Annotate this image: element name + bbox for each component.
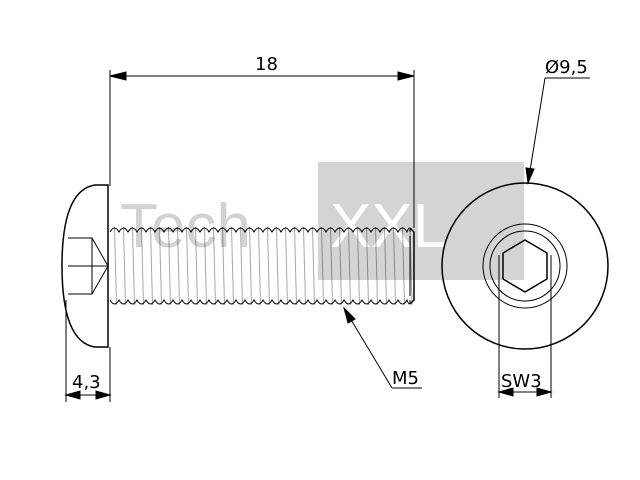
thread-label: M5 — [392, 368, 419, 389]
thread-pitch-line — [258, 226, 261, 306]
thread-pitch-line — [393, 226, 396, 306]
length-label: 18 — [255, 54, 278, 75]
thread-pitch-line — [249, 226, 252, 306]
arrow-head-left — [64, 390, 81, 400]
thread-pitch-line — [177, 226, 180, 306]
thread-pitch-line — [114, 226, 117, 306]
thread-pitch-line — [357, 226, 360, 306]
screw-head — [61, 184, 109, 348]
thread-pitch-line — [294, 226, 297, 306]
thread-pitch-line — [339, 226, 342, 306]
thread-leader — [343, 306, 422, 389]
thread-pitch-line — [330, 226, 333, 306]
thread-pitch-line — [384, 226, 387, 306]
thread-pitch-line — [348, 226, 351, 306]
thread-pitch-line — [186, 226, 189, 306]
thread-pitch-line — [123, 226, 126, 306]
thread-pitch-line — [204, 226, 207, 306]
arrow-head-right — [95, 390, 112, 400]
arrow-m5 — [343, 306, 356, 324]
watermark-box — [318, 162, 524, 280]
thread-pitch-line — [168, 226, 171, 306]
thread-pitch-line — [213, 226, 216, 306]
head-diameter-label: Ø9,5 — [545, 57, 588, 78]
arrow-left — [109, 71, 127, 81]
thread-pitch-line — [141, 226, 144, 306]
thread-pitch-line — [240, 226, 243, 306]
dimension-socket-size — [497, 255, 553, 398]
thread-pitch-line — [321, 226, 324, 306]
thread-pitch-line — [303, 226, 306, 306]
head-height-label: 4,3 — [72, 372, 101, 393]
thread-pitch-lines — [114, 226, 413, 306]
socket-inner-circle — [489, 230, 561, 302]
thread-pitch-line — [285, 226, 288, 306]
hex-socket — [502, 239, 548, 293]
dimension-length — [109, 70, 415, 228]
thread-pitch-line — [222, 226, 225, 306]
thread-pitch-line — [366, 226, 369, 306]
thread-pitch-line — [312, 226, 315, 306]
leader-line-m5 — [343, 307, 393, 389]
socket-outer-circle — [482, 223, 568, 309]
arrow-diameter — [525, 167, 535, 185]
watermark-xxl: XXL — [330, 192, 447, 261]
watermark: Tech XXL — [120, 162, 524, 280]
screw-side-view — [61, 184, 415, 348]
head-outline-circle — [441, 182, 609, 350]
arrow-right — [397, 71, 415, 81]
thread-pitch-line — [195, 226, 198, 306]
leader-line-diameter — [527, 77, 546, 184]
shank-end — [409, 227, 415, 305]
thread-pitch-line — [132, 226, 135, 306]
screw-end-view — [441, 182, 609, 350]
thread-pitch-line — [402, 226, 405, 306]
dimension-head-height — [64, 300, 112, 402]
arrow-sw-right — [536, 387, 553, 397]
arrow-sw-left — [497, 387, 514, 397]
socket-size-label: SW3 — [501, 371, 542, 392]
thread-pitch-line — [276, 226, 279, 306]
thread-crest-top — [109, 227, 411, 234]
thread-crest-bottom — [109, 298, 411, 305]
thread-pitch-line — [267, 226, 270, 306]
thread-pitch-line — [150, 226, 153, 306]
thread-pitch-line — [375, 226, 378, 306]
watermark-tech: Tech — [120, 192, 251, 261]
thread-pitch-line — [159, 226, 162, 306]
thread-pitch-line — [231, 226, 234, 306]
dimension-head-diameter — [525, 77, 590, 185]
